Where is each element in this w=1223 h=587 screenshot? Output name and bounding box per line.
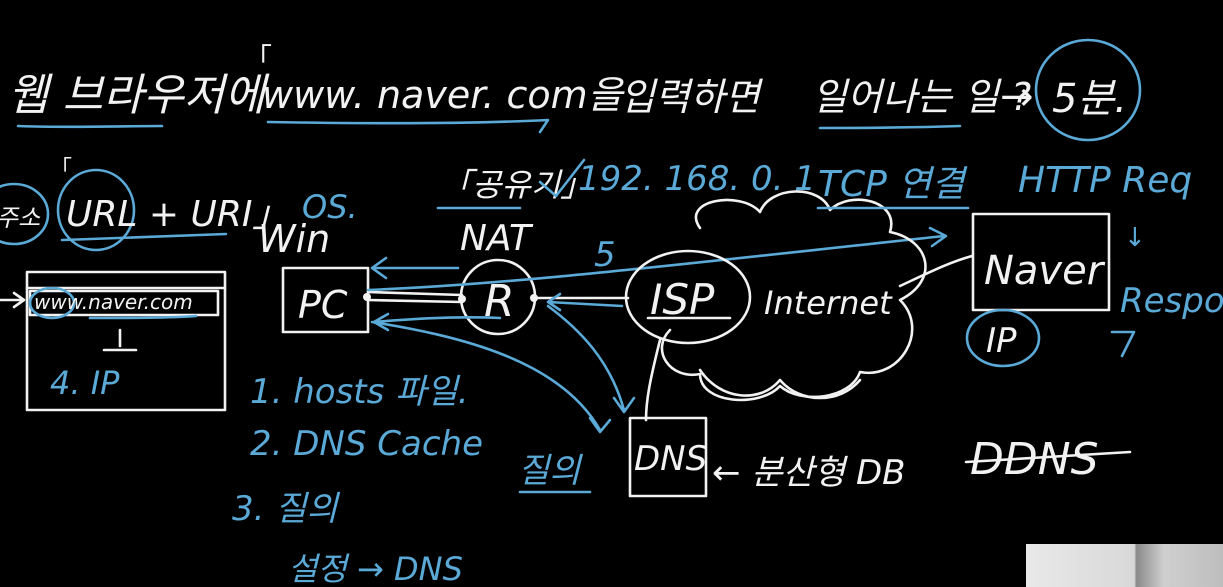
dns-server-box <box>628 416 708 498</box>
left-fragment-text: 주소 <box>0 204 41 232</box>
naver-ip-circle <box>965 308 1041 368</box>
url-circle <box>56 168 136 252</box>
link-isp-dns <box>644 338 662 422</box>
minutes-circle <box>1034 38 1142 142</box>
os-label: OS. <box>302 188 358 226</box>
underline-happens <box>818 124 962 130</box>
internet-cloud <box>660 190 927 402</box>
link-pc-router-2 <box>366 298 464 304</box>
tcp-step-number: 5 <box>594 235 616 275</box>
title-open-bracket: 「 <box>244 42 272 75</box>
query-label: 질의 <box>518 451 583 491</box>
sharer-label: 「공유기」 <box>440 166 592 204</box>
isp-circle <box>624 249 752 345</box>
ddns-strike <box>964 450 1132 464</box>
link-internet-naver <box>898 254 974 288</box>
url-uri-label: URL + URI」 <box>66 194 288 235</box>
url-open-bracket: 「 <box>50 157 72 182</box>
left-partial-circle <box>0 182 50 246</box>
arrow-to-pc-top <box>370 256 460 280</box>
browser-step-ip: 4. IP <box>50 364 120 402</box>
title-minutes: 5분. <box>1052 76 1127 122</box>
response-label: Response <box>1120 281 1223 321</box>
arrow-pc-to-dns <box>370 320 612 434</box>
internet-label: Internet <box>764 284 893 322</box>
response-down-arrow: ↓ <box>1124 223 1146 253</box>
title-url: www. naver. com을 <box>262 73 626 117</box>
cloud-inner-wave <box>698 368 862 400</box>
ip-local-label: 192. 168. 0. 1 <box>578 159 816 199</box>
step-3: 3. 질의 <box>232 489 341 529</box>
response-return-mark <box>1110 330 1136 358</box>
sharer-check <box>538 158 586 198</box>
webcam-thumbnail <box>1026 544 1223 587</box>
dns-label: DNS <box>634 439 707 479</box>
browser-window <box>25 270 227 412</box>
step-2: 2. DNS Cache <box>250 424 483 464</box>
title-input: 입력하면 <box>620 75 764 119</box>
underline-url <box>266 118 550 134</box>
browser-down-mark <box>102 328 138 352</box>
title-what-happens: 일어나는 일 ? <box>812 75 1031 119</box>
arrow-router-to-dns <box>546 304 636 414</box>
underline-naver-url <box>88 314 198 320</box>
www-circle <box>28 286 76 320</box>
step-1: 1. hosts 파일. <box>250 372 469 412</box>
title-web-browser: 웹 브라우저에 <box>8 70 270 121</box>
underline-uri <box>60 232 228 242</box>
tcp-label: TCP 연결 <box>818 164 968 205</box>
naver-label: Naver <box>984 248 1106 294</box>
naver-ip-label: IP <box>986 321 1017 361</box>
arrow-isp-to-router <box>546 292 624 312</box>
link-pc-router-1 <box>366 290 464 297</box>
pc-label: PC <box>298 283 348 327</box>
browser-url-text: www.naver.com <box>34 290 193 314</box>
step-4: 설정 → DNS <box>288 550 463 587</box>
title-arrow: → <box>1000 74 1034 120</box>
browser-input-arrow <box>0 291 26 309</box>
tcp-connection-arrow <box>366 226 948 292</box>
isp-label: ISP <box>650 275 715 324</box>
win-label: Win <box>258 217 330 261</box>
distributed-db-label: ← 분산형 DB <box>712 453 905 493</box>
arrow-to-pc-bottom <box>372 312 502 332</box>
nat-label: NAT <box>460 218 534 259</box>
naver-server-box <box>971 212 1111 312</box>
underline-browser <box>16 124 164 129</box>
http-req-label: HTTP Req <box>1018 160 1192 201</box>
